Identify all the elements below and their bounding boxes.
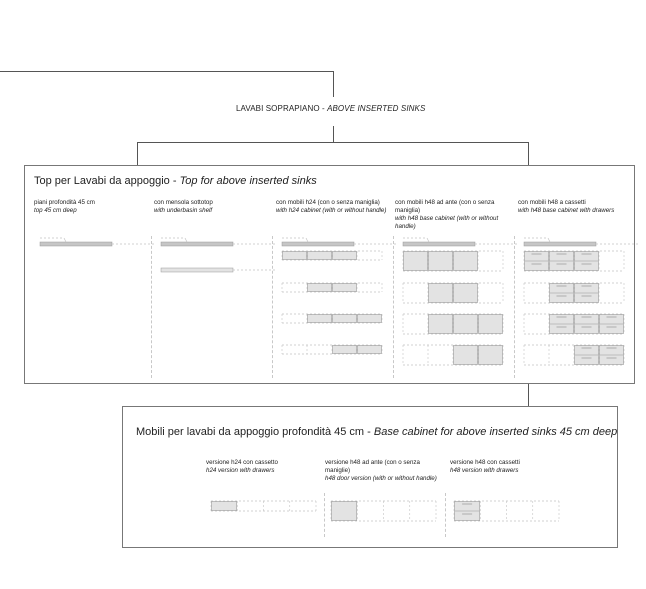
cabinet-module <box>453 345 478 365</box>
connector-left-branch <box>137 142 138 165</box>
base-column-separator <box>445 493 446 537</box>
cabinet-module <box>428 283 453 303</box>
base-panel-title: Mobili per lavabi da appoggio profondità… <box>136 426 617 438</box>
base-column-3-label-english: h48 version with drawers <box>450 467 519 474</box>
root-title: LAVABI SOPRAPIANO - ABOVE INSERTED SINKS <box>236 104 425 113</box>
cabinet-module <box>211 501 238 511</box>
sink-outline <box>63 237 67 243</box>
top-column-3-label: con mobili h24 (con o senza maniglia) wi… <box>276 199 391 215</box>
base-column-2-label-english: h48 door version (with or without handle… <box>325 475 437 482</box>
base-column-3: versione h48 con cassetti h48 version wi… <box>450 459 560 475</box>
top-column-3-label-english: with h24 cabinet (with or without handle… <box>276 207 387 214</box>
cabinet-module <box>428 251 453 271</box>
cabinet-module <box>332 345 357 354</box>
cabinet-module <box>331 501 358 521</box>
connector-split-vertical <box>333 126 334 142</box>
sink-outline <box>547 237 551 243</box>
cabinet-module <box>357 314 382 323</box>
cabinet-module <box>357 345 382 354</box>
sink-outline <box>305 237 309 243</box>
top-column-5-label: con mobili h48 a cassetti with h48 base … <box>518 199 633 215</box>
top-column-5-label-italian: con mobili h48 a cassetti <box>518 199 586 206</box>
connector-to-base-panel <box>528 384 529 406</box>
countertop-slab <box>402 241 476 247</box>
underbasin-shelf <box>160 267 234 273</box>
cabinet-module <box>453 251 478 271</box>
top-column-2-label-italian: con mensola sottotop <box>154 199 213 206</box>
base-column-1: versione h24 con cassetto h24 version wi… <box>206 459 316 475</box>
countertop-slab <box>523 241 597 247</box>
base-column-2-label: versione h48 ad ante (con o senza manigl… <box>325 459 443 483</box>
base-column-1-label: versione h24 con cassetto h24 version wi… <box>206 459 316 475</box>
cabinet-module <box>307 283 332 292</box>
top-panel-title: Top per Lavabi da appoggio - Top for abo… <box>34 175 317 187</box>
top-column-2: con mensola sottotop with underbasin she… <box>154 199 269 215</box>
top-column-2-label: con mensola sottotop with underbasin she… <box>154 199 269 215</box>
base-column-1-label-english: h24 version with drawers <box>206 467 275 474</box>
base-panel-drawings <box>210 500 560 522</box>
cabinet-module <box>332 251 357 260</box>
sink-outline <box>184 237 188 243</box>
cabinet-module <box>307 251 332 260</box>
top-column-3: con mobili h24 (con o senza maniglia) wi… <box>276 199 391 215</box>
connector-root-horizontal <box>0 71 333 72</box>
top-panel-title-italian: Top per Lavabi da appoggio - <box>34 175 180 187</box>
top-column-separator <box>393 236 394 378</box>
cabinet-module <box>403 251 428 271</box>
cabinet-module <box>282 251 307 260</box>
top-column-separator <box>151 236 152 378</box>
cabinet-module <box>453 314 478 334</box>
top-column-1: piani profondità 45 cm top 45 cm deep <box>34 199 149 215</box>
top-column-4-label: con mobili h48 ad ante (con o senza mani… <box>395 199 515 231</box>
sink-outline <box>426 237 430 243</box>
top-column-5-label-english: with h48 base cabinet with drawers <box>518 207 615 214</box>
root-title-italian: LAVABI SOPRAPIANO - <box>236 104 328 113</box>
countertop-slab <box>281 241 355 247</box>
top-column-3-label-italian: con mobili h24 (con o senza maniglia) <box>276 199 380 206</box>
countertop-slab <box>160 241 234 247</box>
connector-root-vertical <box>333 71 334 97</box>
base-column-1-label-italian: versione h24 con cassetto <box>206 459 278 466</box>
top-column-2-label-english: with underbasin shelf <box>154 207 213 214</box>
top-column-1-label-italian: piani profondità 45 cm <box>34 199 95 206</box>
cabinet-module <box>307 314 332 323</box>
root-title-english: ABOVE INSERTED SINKS <box>327 104 426 113</box>
base-column-2: versione h48 ad ante (con o senza manigl… <box>325 459 443 483</box>
cabinet-module <box>428 314 453 334</box>
top-column-4: con mobili h48 ad ante (con o senza mani… <box>395 199 515 231</box>
top-panel-drawings <box>39 237 639 366</box>
base-column-2-label-italian: versione h48 ad ante (con o senza manigl… <box>325 459 420 474</box>
top-column-separator <box>514 236 515 378</box>
top-column-5: con mobili h48 a cassetti with h48 base … <box>518 199 633 215</box>
top-panel-title-english: Top for above inserted sinks <box>179 175 317 187</box>
cabinet-module <box>478 345 503 365</box>
base-panel-title-english: Base cabinet for above inserted sinks 45… <box>373 426 618 438</box>
top-column-4-label-italian: con mobili h48 ad ante (con o senza mani… <box>395 199 495 214</box>
countertop-slab <box>39 241 113 247</box>
connector-split-horizontal <box>137 142 528 143</box>
base-column-3-label: versione h48 con cassetti h48 version wi… <box>450 459 560 475</box>
top-column-separator <box>272 236 273 378</box>
cabinet-module <box>332 283 357 292</box>
top-panel: Top per Lavabi da appoggio - Top for abo… <box>24 165 639 384</box>
cabinet-module <box>332 314 357 323</box>
cabinet-module <box>478 314 503 334</box>
top-column-4-label-english: with h48 base cabinet (with or without h… <box>395 215 499 230</box>
base-column-separator <box>324 493 325 537</box>
top-column-1-label: piani profondità 45 cm top 45 cm deep <box>34 199 149 215</box>
cabinet-module <box>453 283 478 303</box>
base-panel: Mobili per lavabi da appoggio profondità… <box>122 406 618 548</box>
base-panel-title-italian: Mobili per lavabi da appoggio profondità… <box>136 426 374 438</box>
connector-right-branch <box>528 142 529 165</box>
top-column-1-label-english: top 45 cm deep <box>34 207 77 214</box>
base-column-3-label-italian: versione h48 con cassetti <box>450 459 520 466</box>
